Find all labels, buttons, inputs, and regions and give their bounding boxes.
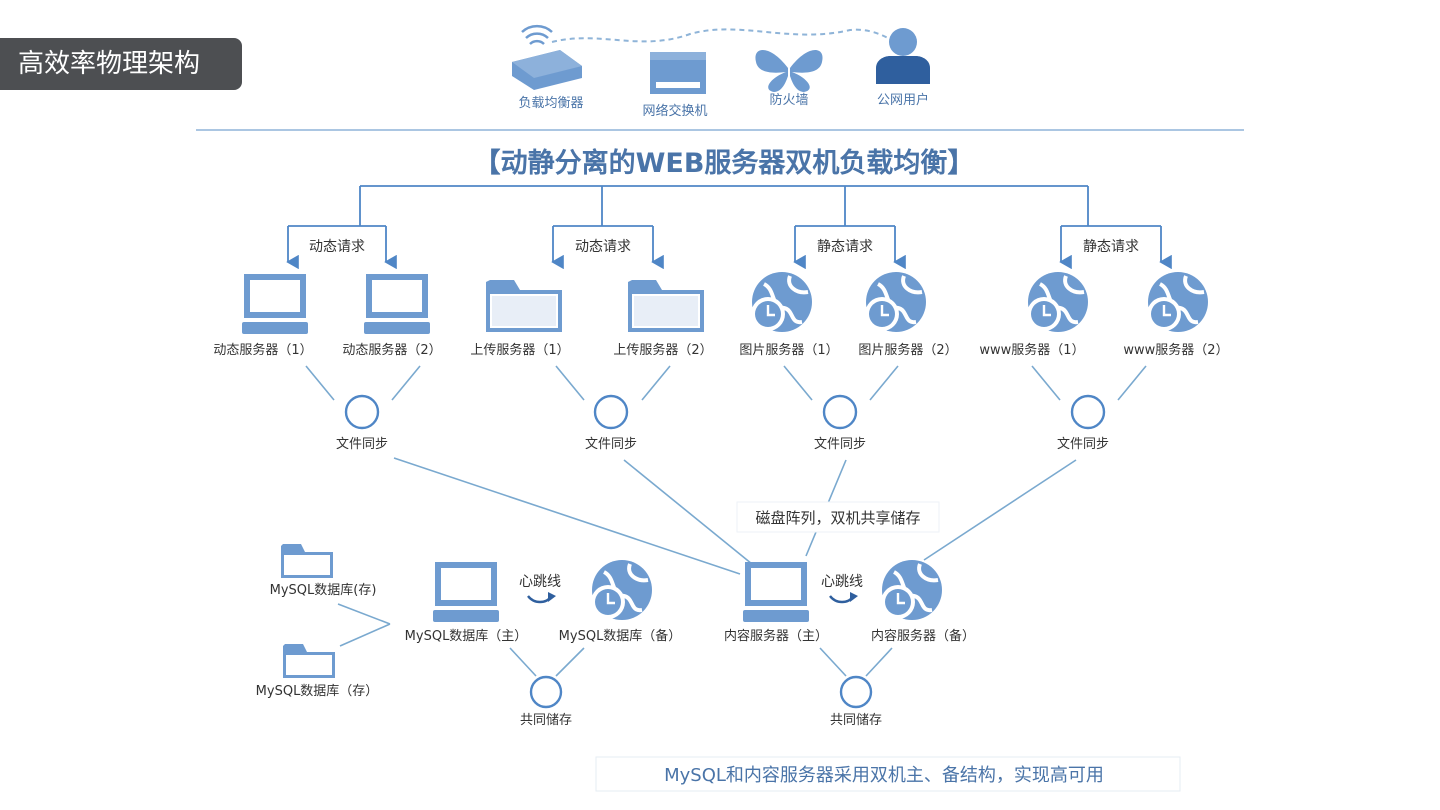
mysql-backup-label: MySQL数据库（备） bbox=[559, 628, 682, 644]
dynamic-server-1-icon bbox=[242, 274, 308, 334]
sync-label-3: 文件同步 bbox=[814, 437, 866, 452]
content-shared-connector bbox=[819, 647, 893, 677]
server-label-www-1: www服务器（1） bbox=[979, 342, 1084, 358]
content-heartbeat-arrowhead-icon bbox=[850, 592, 858, 602]
firewall-butterfly-icon bbox=[755, 49, 823, 92]
server-label-image-2: 图片服务器（2） bbox=[858, 342, 957, 358]
sync-node-4 bbox=[1070, 394, 1106, 430]
mysql-heartbeat-arrowhead-icon bbox=[548, 592, 556, 602]
mysql-backup-globe-icon bbox=[589, 558, 654, 622]
diagram-heading: 【动静分离的WEB服务器双机负载均衡】 bbox=[474, 147, 975, 179]
server-label-dynamic-2: 动态服务器（2） bbox=[342, 342, 441, 358]
sync-to-storage-lines bbox=[393, 457, 1077, 575]
request-label-3: 静态请求 bbox=[817, 239, 873, 255]
content-shared-storage-node bbox=[839, 675, 873, 709]
mysql-store-connector bbox=[337, 603, 391, 647]
request-label-2: 动态请求 bbox=[575, 239, 631, 255]
disk-array-box bbox=[736, 501, 940, 533]
file-sync-connectors bbox=[305, 365, 1147, 401]
content-backup-globe-icon bbox=[879, 558, 944, 622]
public-user-icon bbox=[876, 28, 930, 84]
content-master-label: 内容服务器（主） bbox=[724, 628, 828, 644]
server-label-dynamic-1: 动态服务器（1） bbox=[213, 342, 312, 358]
mysql-heartbeat-label: 心跳线 bbox=[519, 574, 561, 590]
legend-connection-line bbox=[551, 28, 896, 43]
mysql-shared-label: 共同储存 bbox=[520, 713, 572, 728]
mysql-store-1-folder-icon bbox=[281, 544, 333, 578]
legend-switch-label: 网络交换机 bbox=[642, 103, 707, 119]
request-label-1: 动态请求 bbox=[309, 239, 365, 255]
legend-load-balancer-label: 负载均衡器 bbox=[518, 96, 583, 111]
mysql-shared-connector bbox=[509, 647, 585, 677]
mysql-store-2-folder-icon bbox=[283, 644, 335, 678]
sync-node-2 bbox=[593, 394, 629, 430]
dynamic-server-2-icon bbox=[364, 274, 430, 334]
sync-label-4: 文件同步 bbox=[1057, 437, 1109, 452]
sync-node-1 bbox=[344, 394, 380, 430]
mysql-master-label: MySQL数据库（主） bbox=[405, 628, 528, 644]
request-label-4: 静态请求 bbox=[1083, 239, 1139, 255]
mysql-shared-storage-node bbox=[529, 675, 563, 709]
content-heartbeat-label: 心跳线 bbox=[821, 574, 863, 590]
sync-label-1: 文件同步 bbox=[336, 437, 388, 452]
www-server-1-globe-icon bbox=[1025, 270, 1090, 334]
footer-box bbox=[595, 756, 1181, 792]
image-server-1-globe-icon bbox=[749, 270, 814, 334]
content-master-monitor-icon bbox=[743, 562, 809, 622]
image-server-2-globe-icon bbox=[863, 270, 928, 334]
upload-server-1-folder-icon bbox=[486, 280, 562, 332]
mysql-store-1-label: MySQL数据库(存) bbox=[270, 582, 377, 598]
footer-note: MySQL和内容服务器采用双机主、备结构，实现高可用 bbox=[664, 765, 1104, 786]
www-server-2-globe-icon bbox=[1145, 270, 1210, 334]
server-label-upload-1: 上传服务器（1） bbox=[470, 342, 569, 358]
switch-icon bbox=[650, 52, 706, 94]
server-label-upload-2: 上传服务器（2） bbox=[613, 342, 712, 358]
load-balancer-icon bbox=[512, 24, 582, 90]
server-label-image-1: 图片服务器（1） bbox=[739, 342, 838, 358]
request-tree-lines bbox=[286, 185, 1172, 270]
server-label-www-2: www服务器（2） bbox=[1123, 342, 1228, 358]
upload-server-2-folder-icon bbox=[628, 280, 704, 332]
content-shared-label: 共同储存 bbox=[830, 713, 882, 728]
disk-array-label: 磁盘阵列，双机共享储存 bbox=[755, 509, 920, 527]
mysql-store-2-label: MySQL数据库（存） bbox=[256, 683, 379, 699]
mysql-master-monitor-icon bbox=[433, 562, 499, 622]
sync-label-2: 文件同步 bbox=[585, 437, 637, 452]
legend-public-user-label: 公网用户 bbox=[877, 92, 929, 108]
content-backup-label: 内容服务器（备） bbox=[871, 628, 975, 644]
slide-title: 高效率物理架构 bbox=[0, 38, 242, 90]
legend-firewall-label: 防火墙 bbox=[769, 92, 808, 108]
sync-node-3 bbox=[822, 394, 858, 430]
